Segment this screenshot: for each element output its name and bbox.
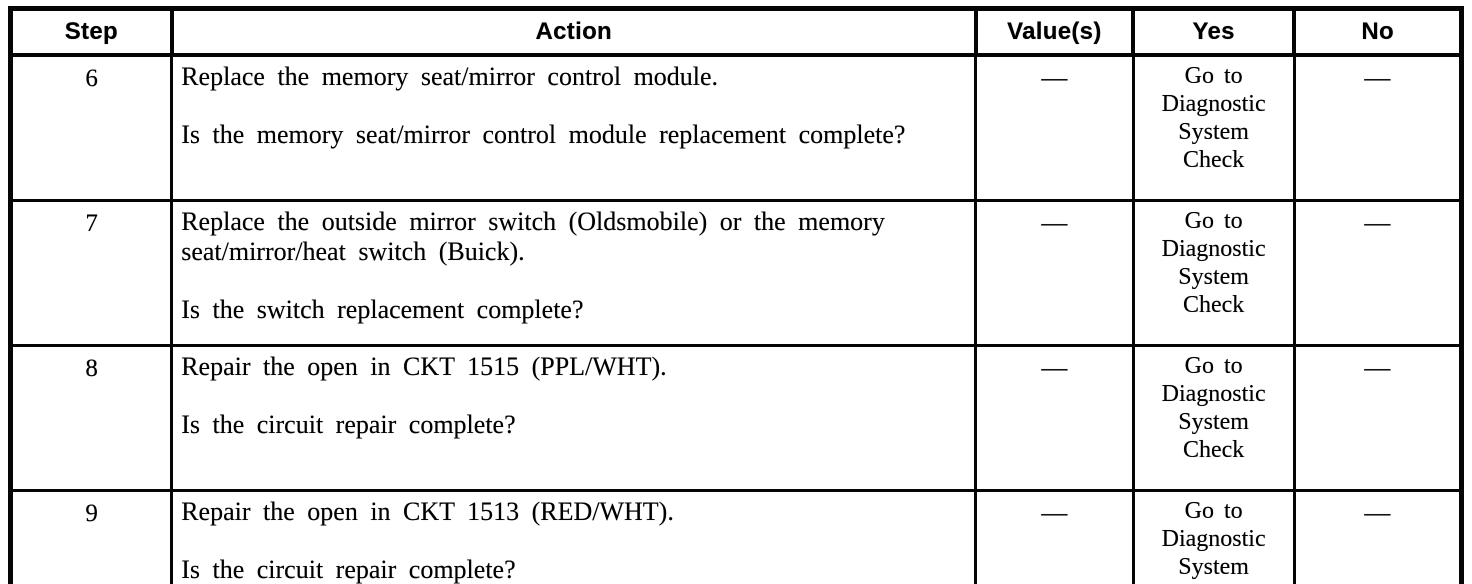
action-cell: Replace the outside mirror switch (Oldsm… bbox=[170, 199, 978, 347]
diagnostic-table: Step Action Value(s) Yes No 6 Replace th… bbox=[8, 6, 1464, 584]
action-question: Is the switch replacement complete? bbox=[181, 295, 584, 324]
table-row: 8 Repair the open in CKT 1515 (PPL/WHT).… bbox=[8, 344, 1464, 492]
yes-cell: Go to Diagnostic System Check bbox=[1131, 489, 1296, 584]
action-cell: Repair the open in CKT 1513 (RED/WHT). I… bbox=[170, 489, 978, 584]
yes-cell: Go to Diagnostic System Check bbox=[1131, 199, 1296, 347]
table-row: 7 Replace the outside mirror switch (Old… bbox=[8, 199, 1464, 347]
column-header-step: Step bbox=[8, 6, 174, 57]
action-cell: Replace the memory seat/mirror control m… bbox=[170, 53, 978, 202]
step-cell: 6 bbox=[8, 53, 174, 202]
yes-cell: Go to Diagnostic System Check bbox=[1131, 53, 1296, 202]
column-header-action: Action bbox=[169, 6, 978, 57]
action-question: Is the circuit repair complete? bbox=[181, 555, 516, 584]
action-question: Is the circuit repair complete? bbox=[181, 410, 516, 439]
values-cell: — bbox=[974, 489, 1135, 584]
step-cell: 8 bbox=[8, 344, 174, 492]
no-cell: — bbox=[1292, 53, 1464, 202]
action-cell: Repair the open in CKT 1515 (PPL/WHT). I… bbox=[170, 344, 978, 492]
table-row: 9 Repair the open in CKT 1513 (RED/WHT).… bbox=[8, 489, 1464, 584]
action-question: Is the memory seat/mirror control module… bbox=[181, 120, 906, 149]
column-header-values: Value(s) bbox=[973, 6, 1136, 57]
yes-cell: Go to Diagnostic System Check bbox=[1131, 344, 1296, 492]
table-row: 6 Replace the memory seat/mirror control… bbox=[8, 53, 1464, 202]
action-instruction: Repair the open in CKT 1513 (RED/WHT). bbox=[181, 497, 674, 526]
values-cell: — bbox=[974, 53, 1135, 202]
no-cell: — bbox=[1292, 489, 1464, 584]
action-instruction: Replace the memory seat/mirror control m… bbox=[181, 62, 719, 91]
values-cell: — bbox=[974, 199, 1135, 347]
step-cell: 9 bbox=[8, 489, 174, 584]
no-cell: — bbox=[1292, 199, 1464, 347]
no-cell: — bbox=[1292, 344, 1464, 492]
column-header-no: No bbox=[1292, 6, 1464, 57]
values-cell: — bbox=[974, 344, 1135, 492]
step-cell: 7 bbox=[8, 199, 174, 347]
action-instruction: Repair the open in CKT 1515 (PPL/WHT). bbox=[181, 352, 667, 381]
column-header-yes: Yes bbox=[1130, 6, 1297, 57]
table-header-row: Step Action Value(s) Yes No bbox=[8, 6, 1464, 57]
action-instruction: Replace the outside mirror switch (Oldsm… bbox=[181, 207, 885, 266]
